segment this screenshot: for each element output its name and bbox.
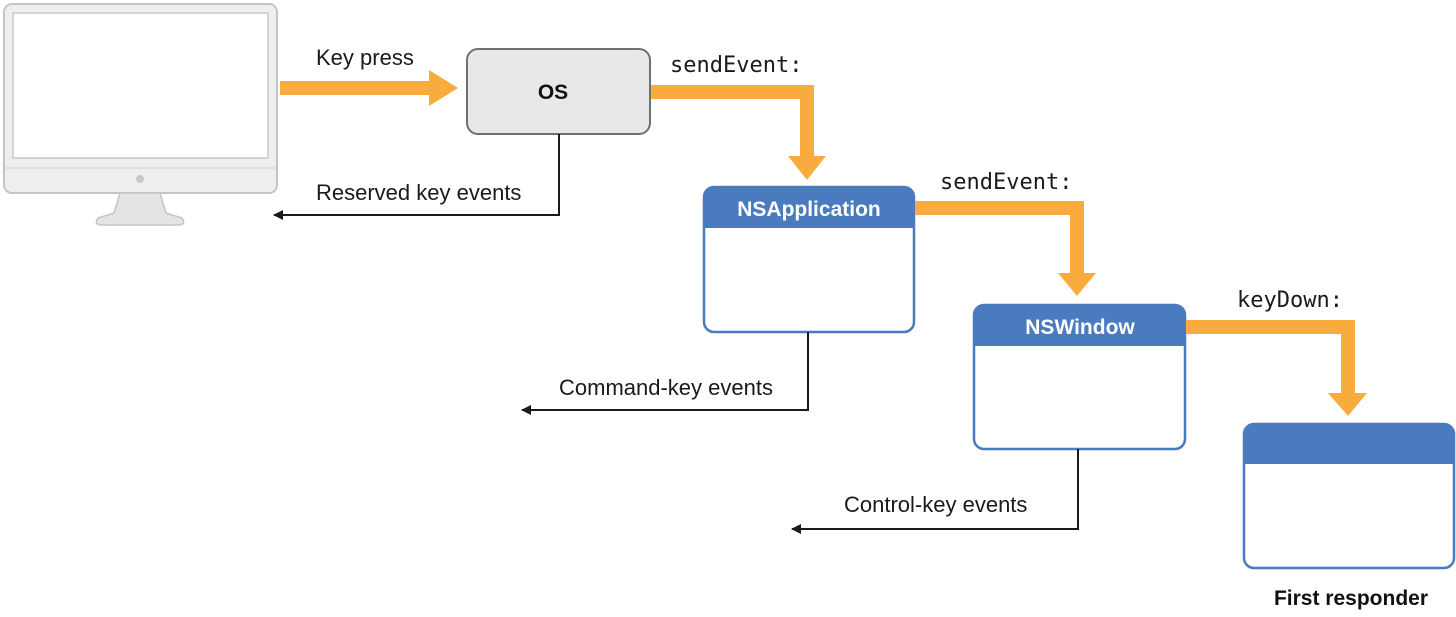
imac-computer-icon — [3, 3, 278, 226]
reserved-key-events-arrow — [273, 134, 560, 220]
nswindow-label: NSWindow — [1025, 316, 1135, 339]
app-send-event-label: sendEvent: — [940, 170, 1072, 195]
command-key-events-label: Command-key events — [559, 375, 773, 400]
key-press-label: Key press — [316, 45, 414, 70]
key-down-label: keyDown: — [1237, 288, 1343, 313]
nsapplication-label: NSApplication — [737, 198, 881, 221]
control-key-events-arrow — [791, 449, 1079, 534]
os-to-application-arrow — [651, 85, 826, 180]
os-send-event-label: sendEvent: — [670, 53, 802, 78]
window-to-responder-arrow — [1186, 320, 1367, 416]
control-key-events-label: Control-key events — [844, 492, 1027, 517]
os-label: OS — [538, 81, 568, 104]
reserved-key-events-label: Reserved key events — [316, 180, 521, 205]
nsapplication-window: NSApplication — [702, 185, 916, 334]
application-to-window-arrow — [915, 201, 1096, 296]
key-press-arrow — [280, 70, 458, 106]
command-key-events-arrow — [521, 332, 809, 415]
os-box: OS — [466, 48, 651, 135]
first-responder-window — [1242, 422, 1456, 570]
first-responder-caption: First responder — [1274, 587, 1428, 610]
nswindow-window: NSWindow — [972, 303, 1187, 451]
